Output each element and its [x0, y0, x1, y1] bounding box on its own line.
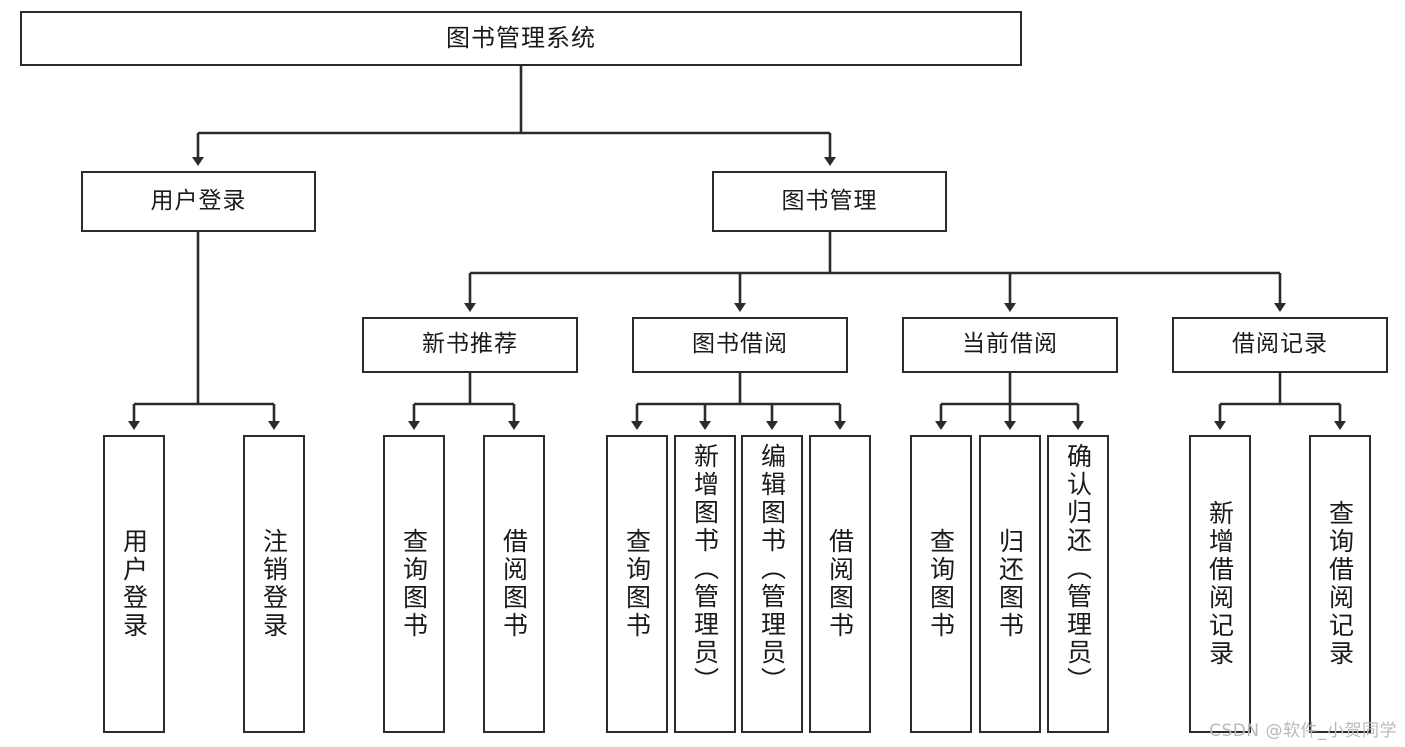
- leaf-query-record-label: 查询借阅记录: [1325, 500, 1355, 668]
- leaf-query-book-1-label: 查询图书: [399, 528, 429, 640]
- leaf-query-book-1[interactable]: 查询图书: [383, 435, 445, 733]
- node-current-borrow[interactable]: 当前借阅: [902, 317, 1118, 373]
- node-root-label: 图书管理系统: [446, 24, 596, 53]
- leaf-query-book-2[interactable]: 查询图书: [606, 435, 668, 733]
- leaf-borrow-book-2-label: 借阅图书: [825, 528, 855, 640]
- leaf-borrow-book-2[interactable]: 借阅图书: [809, 435, 871, 733]
- node-user-login[interactable]: 用户登录: [81, 171, 316, 232]
- leaf-confirm-return[interactable]: 确认归还（管理员）: [1047, 435, 1109, 733]
- leaf-add-book[interactable]: 新增图书（管理员）: [674, 435, 736, 733]
- leaf-user-logout[interactable]: 注销登录: [243, 435, 305, 733]
- leaf-user-logout-label: 注销登录: [259, 528, 289, 640]
- node-new-book-recommend[interactable]: 新书推荐: [362, 317, 578, 373]
- leaf-confirm-return-label: 确认归还（管理员）: [1063, 443, 1093, 695]
- watermark-text: CSDN @软件_小贺同学: [1209, 721, 1397, 741]
- leaf-return-book[interactable]: 归还图书: [979, 435, 1041, 733]
- node-current-borrow-label: 当前借阅: [962, 331, 1058, 358]
- leaf-add-record[interactable]: 新增借阅记录: [1189, 435, 1251, 733]
- node-borrow-record[interactable]: 借阅记录: [1172, 317, 1388, 373]
- leaf-edit-book-label: 编辑图书（管理员）: [757, 443, 787, 695]
- leaf-borrow-book-1[interactable]: 借阅图书: [483, 435, 545, 733]
- leaf-user-login[interactable]: 用户登录: [103, 435, 165, 733]
- node-user-login-label: 用户登录: [150, 187, 247, 214]
- node-new-book-recommend-label: 新书推荐: [422, 331, 518, 358]
- leaf-query-record[interactable]: 查询借阅记录: [1309, 435, 1371, 733]
- node-borrow-record-label: 借阅记录: [1232, 331, 1328, 358]
- node-book-manage-label: 图书管理: [781, 187, 878, 214]
- leaf-return-book-label: 归还图书: [995, 528, 1025, 640]
- leaf-add-book-label: 新增图书（管理员）: [690, 443, 720, 695]
- leaf-query-book-2-label: 查询图书: [622, 528, 652, 640]
- leaf-add-record-label: 新增借阅记录: [1205, 500, 1235, 668]
- leaf-user-login-label: 用户登录: [119, 528, 149, 640]
- node-book-manage[interactable]: 图书管理: [712, 171, 947, 232]
- node-book-borrow-label: 图书借阅: [692, 331, 788, 358]
- leaf-edit-book[interactable]: 编辑图书（管理员）: [741, 435, 803, 733]
- leaf-borrow-book-1-label: 借阅图书: [499, 528, 529, 640]
- node-book-borrow[interactable]: 图书借阅: [632, 317, 848, 373]
- node-root[interactable]: 图书管理系统: [20, 11, 1022, 66]
- leaf-query-book-3-label: 查询图书: [926, 528, 956, 640]
- leaf-query-book-3[interactable]: 查询图书: [910, 435, 972, 733]
